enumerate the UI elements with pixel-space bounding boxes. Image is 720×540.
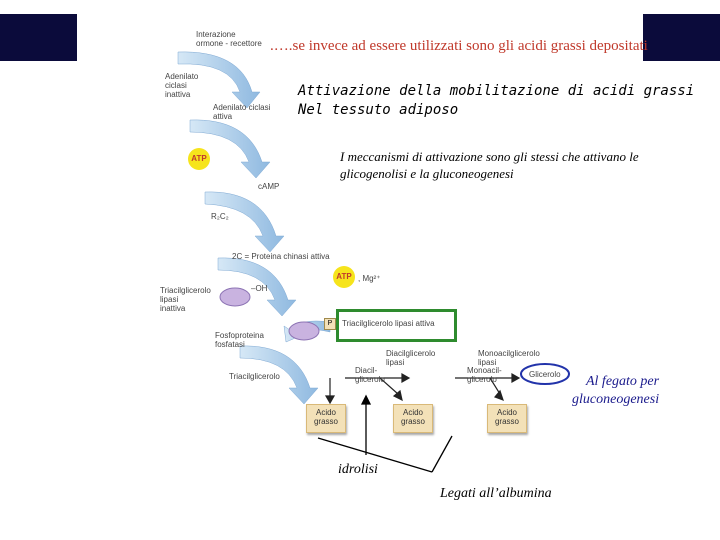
lipasi-attiva-oval (288, 321, 320, 341)
phosphate-tag: P (324, 318, 336, 330)
atp-badge-1: ATP (188, 148, 210, 170)
cascade-arrow-4 (217, 257, 297, 317)
label-proteina-chinasi: 2C = Proteina chinasi attiva (232, 252, 330, 261)
acido-grasso-box-3: Acido grasso (487, 404, 527, 433)
corner-block-right (643, 14, 720, 61)
label-adenilato-attiva: Adenilato ciclasi attiva (213, 103, 271, 121)
subtitle-line-2: Nel tessuto adiposo (298, 102, 459, 118)
subtitle-line-1: Attivazione della mobilitazione di acidi… (298, 83, 695, 99)
hydrolysis-arrows (324, 372, 521, 405)
triacilglicerolo-lipasi-attiva-box (336, 309, 457, 342)
label-monoacilglicerolo: Monoacil- glicerolo (467, 366, 502, 384)
label-lipasi-inattiva: Triacilglicerolo lipasi inattiva (160, 286, 211, 313)
atp-badge-2: ATP (333, 266, 355, 288)
annotation-lines (317, 394, 453, 473)
label-monoacilglicerolo-lipasi: Monoacilglicerolo lipasi (478, 349, 540, 367)
label-adenilato-inattivo: Adenilato ciclasi inattiva (165, 72, 199, 99)
acido-grasso-box-2: Acido grasso (393, 404, 433, 433)
cascade-arrows (177, 51, 319, 405)
idrolisi-label: idrolisi (338, 462, 378, 477)
slide-title: .….se invece ad essere utilizzati sono g… (270, 38, 648, 54)
label-lipasi-attiva: Triacilglicerolo lipasi attiva (342, 319, 435, 328)
label-triacilglicerolo: Triacilglicerolo (229, 372, 280, 381)
label-glicerolo: Glicerolo (529, 370, 561, 379)
acido-grasso-box-1: Acido grasso (306, 404, 346, 433)
glicerolo-oval (520, 363, 570, 385)
label-diacilglicerolo: Diacil- glicerolo (355, 366, 385, 384)
corner-block-left (0, 14, 77, 61)
label-camp: cAMP (258, 182, 280, 191)
label-oh: –OH (251, 284, 268, 293)
label-diacilglicerolo-lipasi: Diacilglicerolo lipasi (386, 349, 436, 367)
cascade-arrow-5 (239, 345, 319, 405)
lipasi-inattiva-oval (219, 287, 251, 307)
slide-subtitle: Attivazione della mobilitazione di acidi… (298, 82, 694, 120)
legati-albumina-label: Legati all’albumina (440, 486, 552, 501)
cascade-arrow-1 (177, 51, 261, 109)
cascade-arrow-2 (189, 119, 271, 179)
label-interazione: Interazione ormone - recettore (196, 30, 262, 48)
mechanism-note: I meccanismi di attivazione sono gli ste… (340, 149, 639, 181)
cascade-arrow-3 (204, 191, 285, 253)
label-fosfoproteina-fosfatasi: Fosfoproteina fosfatasi (215, 331, 264, 349)
label-mg: , Mg²⁺ (358, 274, 381, 283)
label-r2c2: R₂C₂ (211, 212, 229, 221)
al-fegato-note: Al fegato per gluconeogenesi (572, 374, 660, 407)
